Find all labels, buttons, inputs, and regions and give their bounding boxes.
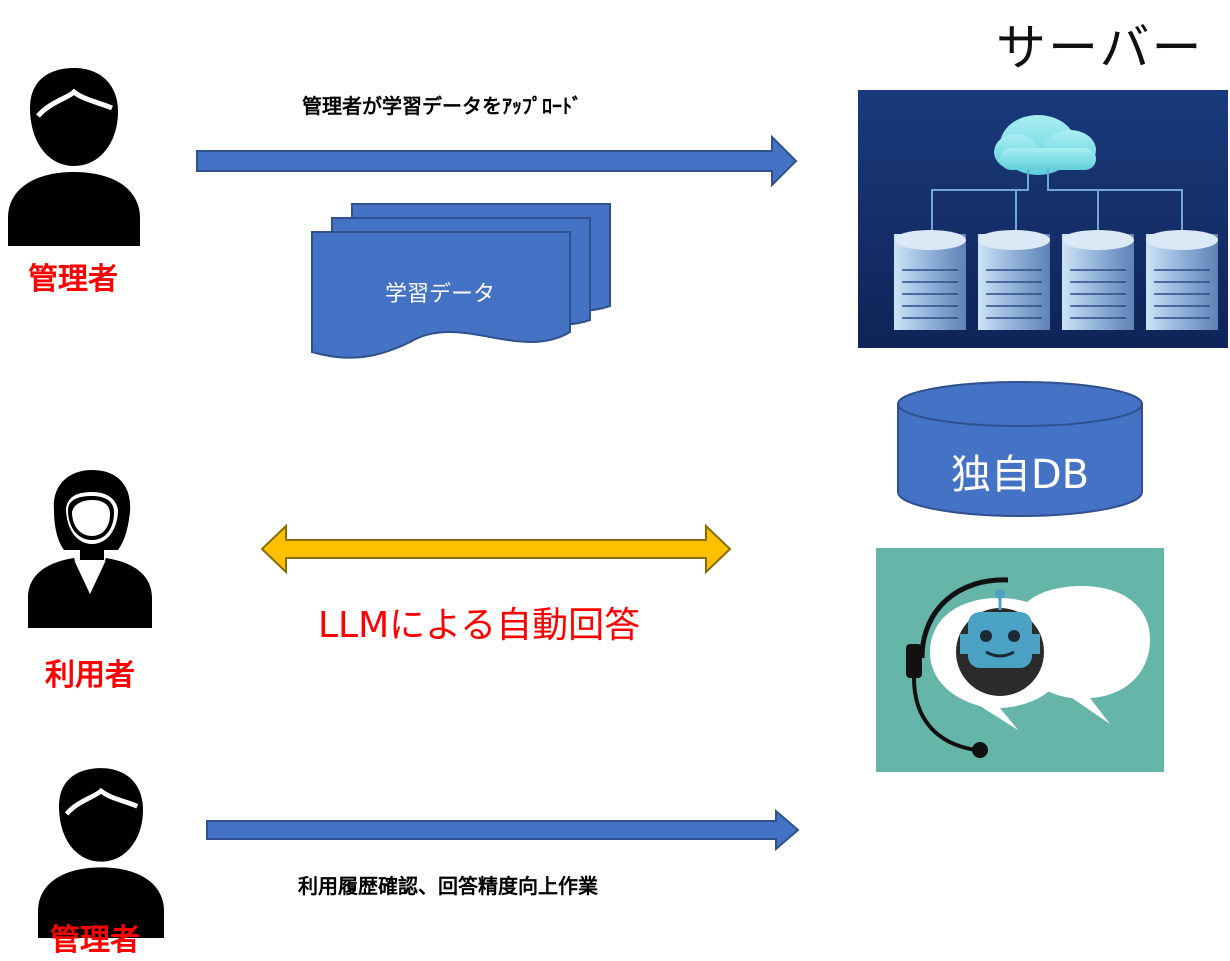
learning-data-label: 学習データ [384,282,495,307]
review-label: 利用履歴確認、回答精度向上作業 [298,874,598,898]
admin-label-bottom: 管理者 [50,923,140,958]
learning-data-documents [311,203,611,359]
server-title: サーバー [996,19,1204,77]
admin-person-icon-bottom [38,768,164,938]
database-label: 独自DB [950,452,1090,498]
user-person-icon [28,470,152,628]
database-cylinder [897,381,1143,518]
bidirectional-arrow [260,523,732,575]
admin-person-icon-top [8,68,140,246]
admin-label-top: 管理者 [28,262,118,297]
review-arrow [206,808,800,852]
upload-label: 管理者が学習データをｱｯﾌﾟﾛｰﾄﾞ [302,94,582,118]
user-label: 利用者 [45,658,135,693]
upload-arrow [196,134,798,188]
cloud-icon [994,115,1096,175]
chatbot-headset-image [876,548,1164,772]
llm-answer-label: LLMによる自動回答 [318,605,641,646]
cloud-servers-image [858,90,1228,348]
